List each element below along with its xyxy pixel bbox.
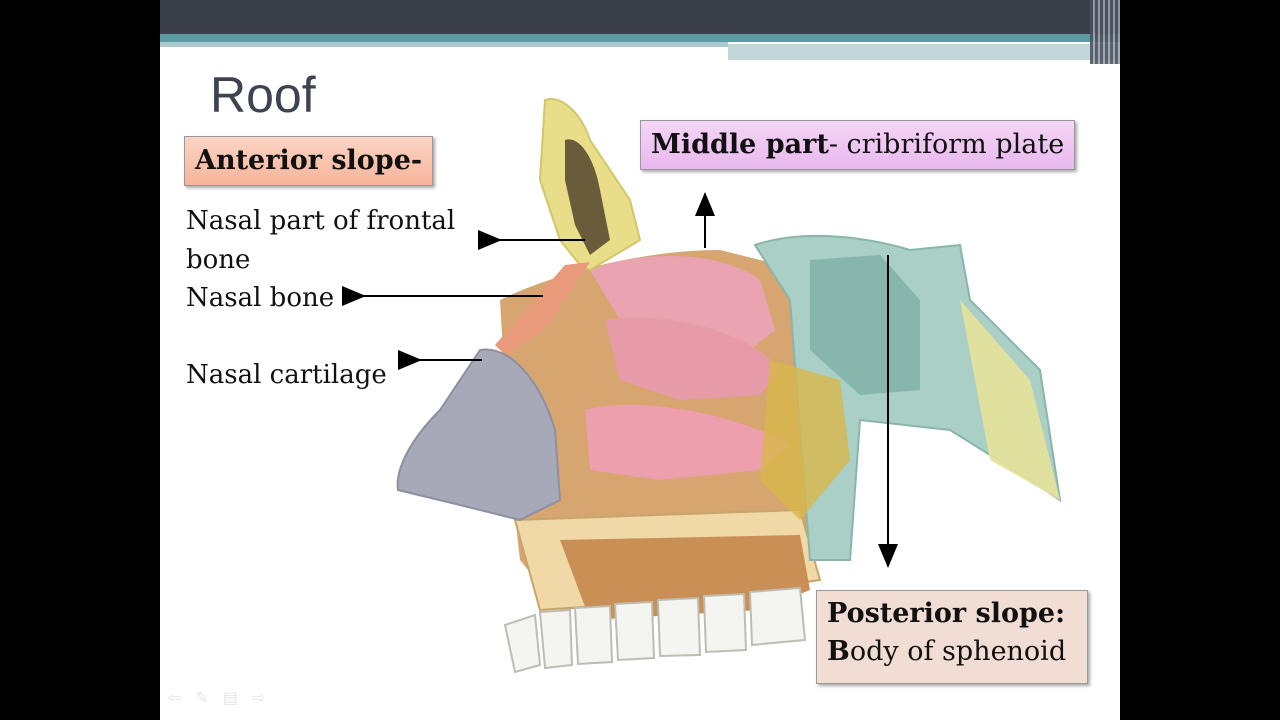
arrow-right-icon[interactable]: ⇨: [251, 688, 280, 707]
label-frontal-bone-cont: bone: [186, 245, 251, 275]
posterior-rest-text: ody of sphenoid: [849, 636, 1067, 667]
middle-part-text: - cribriform plate: [828, 129, 1065, 160]
accent-band-light: [160, 42, 728, 47]
nasal-bone-shape: [495, 262, 590, 355]
pen-icon[interactable]: ✎: [195, 688, 223, 707]
posterior-b-letter: B: [827, 636, 850, 667]
middle-part-box: Middle part- cribriform plate: [640, 120, 1076, 170]
arrow-left-icon[interactable]: ⇦: [168, 688, 196, 707]
superior-turbinate-shape: [590, 256, 775, 350]
top-bar: [160, 0, 1120, 34]
label-nasal-bone: Nasal bone: [186, 283, 335, 313]
slide: Roof Anterior slope- Nasal part of front…: [160, 0, 1120, 720]
posterior-slope-heading: Posterior slope:: [827, 598, 1066, 629]
clivus-shape: [960, 300, 1060, 500]
label-frontal-bone: Nasal part of frontal: [186, 206, 456, 236]
posterior-slope-text: Body of sphenoid: [827, 633, 1077, 671]
accent-band: [160, 34, 1120, 42]
posterior-slope-box: Posterior slope: Body of sphenoid: [816, 590, 1088, 684]
slideshow-nav: ⇦✎▤⇨: [168, 688, 279, 707]
menu-icon[interactable]: ▤: [222, 688, 252, 707]
middle-turbinate-shape: [605, 317, 780, 400]
nasal-cavity-illustration: [342, 98, 1062, 674]
sphenoid-sinus-shape: [810, 255, 920, 395]
maxilla-lower-shape: [560, 535, 810, 620]
anterior-slope-box: Anterior slope-: [184, 136, 434, 186]
label-nasal-cartilage: Nasal cartilage: [186, 360, 387, 390]
sphenoid-body-yellow-shape: [760, 360, 850, 520]
decorative-stripes: [1090, 0, 1120, 64]
inferior-turbinate-shape: [585, 404, 790, 480]
teeth: [503, 586, 807, 674]
middle-part-heading: Middle part: [651, 129, 829, 160]
slide-title: Roof: [210, 67, 316, 123]
accent-band-right: [728, 44, 1118, 60]
nasal-cartilage-shape: [396, 348, 562, 522]
frontal-sinus-shape: [565, 139, 610, 255]
